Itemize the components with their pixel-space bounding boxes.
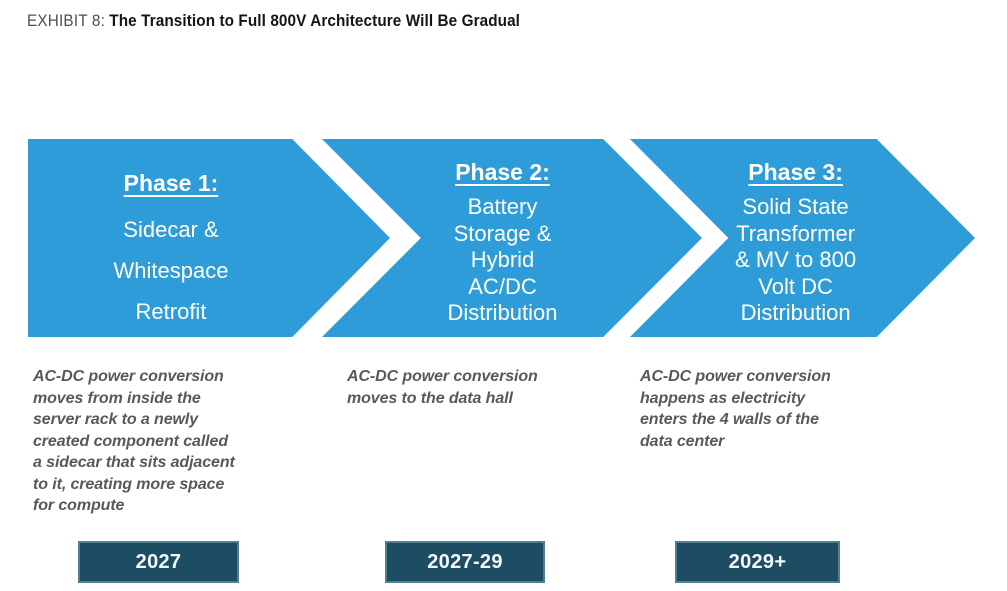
phase-3-lines: Solid State Transformer & MV to 800 Volt…	[683, 194, 907, 327]
phase-line: Whitespace	[113, 258, 229, 283]
phase-1-timeline-badge: 2027	[78, 541, 239, 583]
exhibit-header: EXHIBIT 8: The Transition to Full 800V A…	[27, 11, 520, 31]
phase-3-chevron: Phase 3: Solid State Transformer & MV to…	[630, 139, 975, 337]
phase-1-heading: Phase 1:	[123, 170, 219, 196]
phase-2-timeline-badge: 2027-29	[385, 541, 545, 583]
phase-line: Battery	[467, 194, 538, 219]
phase-line: Volt DC	[758, 273, 833, 299]
phase-1-chevron: Phase 1: Sidecar & Whitespace Retrofit	[28, 139, 390, 337]
phase-3-text: Phase 3: Solid State Transformer & MV to…	[683, 139, 907, 327]
page-title: The Transition to Full 800V Architecture…	[109, 11, 521, 30]
phase-3-description: AC-DC power conversion happens as electr…	[640, 368, 831, 450]
phase-2-description: AC-DC power conversion moves to the data…	[347, 368, 538, 407]
phase-line: Hybrid	[470, 247, 535, 272]
phase-1-description: AC-DC power conversion moves from inside…	[33, 368, 235, 514]
phase-line: & MV to 800	[735, 247, 857, 272]
phase-line: Distribution	[447, 300, 558, 325]
phase-1-lines: Sidecar & Whitespace Retrofit	[50, 209, 293, 332]
phase-line: Storage &	[453, 220, 552, 246]
phase-line: Solid State	[742, 194, 849, 219]
phase-1-text: Phase 1: Sidecar & Whitespace Retrofit	[50, 139, 293, 332]
phase-3-timeline-badge: 2029+	[675, 541, 840, 583]
phase-2-lines: Battery Storage & Hybrid AC/DC Distribut…	[379, 194, 626, 327]
phase-line: Retrofit	[135, 299, 207, 324]
phase-2-text: Phase 2: Battery Storage & Hybrid AC/DC …	[379, 139, 626, 327]
phase-3-heading: Phase 3:	[748, 159, 843, 185]
phase-line: Transformer	[736, 220, 856, 246]
phase-line: Distribution	[740, 300, 851, 325]
phase-line: Sidecar &	[123, 217, 219, 242]
phase-line: AC/DC	[468, 273, 537, 299]
phase-2-heading: Phase 2:	[455, 159, 550, 185]
exhibit-label: EXHIBIT 8:	[27, 11, 106, 30]
phase-2-chevron: Phase 2: Battery Storage & Hybrid AC/DC …	[322, 139, 702, 337]
